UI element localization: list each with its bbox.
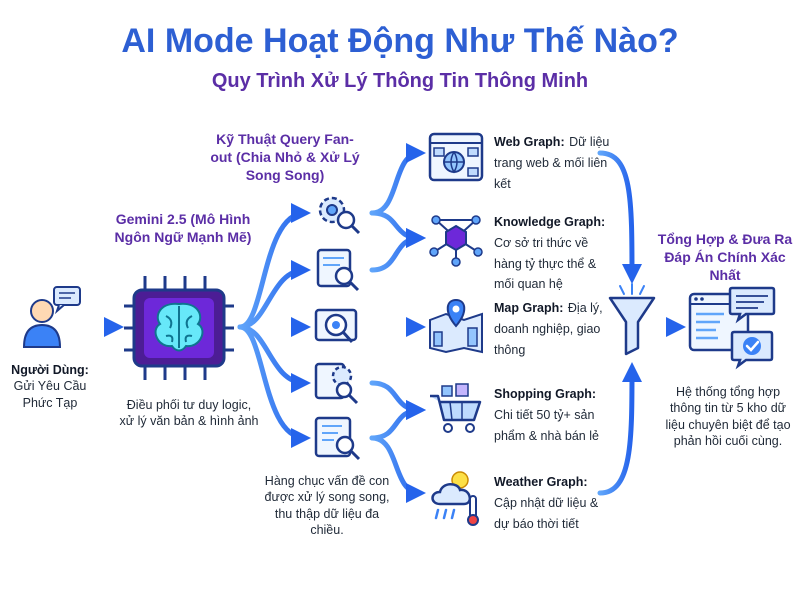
source-shopping-graph: Shopping Graph: Chi tiết 50 tỷ+ sản phẩm… bbox=[494, 387, 599, 443]
weather-graph-icon bbox=[431, 471, 479, 526]
gemini-title: Gemini 2.5 (Mô Hình Ngôn Ngữ Mạnh Mẽ) bbox=[114, 211, 252, 246]
fanout-caption: Hàng chục vấn đề con được xử lý song son… bbox=[264, 474, 390, 537]
synthesis-caption: Hệ thống tổng hợp thông tin từ 5 kho dữ … bbox=[665, 385, 791, 448]
settings-search-icon bbox=[314, 362, 359, 405]
source-web-graph: Web Graph: Dữ liệu trang web & mối liên … bbox=[494, 135, 610, 191]
ai-chip-icon bbox=[124, 276, 234, 380]
fanout-title: Kỹ Thuật Query Fan-out (Chia Nhỏ & Xử Lý… bbox=[210, 131, 360, 184]
web-graph-icon bbox=[428, 132, 484, 182]
gemini-caption: Điều phối tư duy logic, xử lý văn bản & … bbox=[119, 398, 259, 429]
source-knowledge-graph: Knowledge Graph: Cơ sở tri thức về hàng … bbox=[494, 215, 606, 292]
user-icon bbox=[22, 286, 81, 348]
target-search-icon bbox=[314, 308, 358, 344]
funnel-icon bbox=[608, 283, 656, 356]
user-label: Người Dùng: Gửi Yêu Cầu Phức Tạp bbox=[11, 363, 89, 410]
document-search-icon bbox=[316, 248, 360, 292]
source-weather-graph: Weather Graph: Cập nhật dữ liệu & dự báo… bbox=[494, 475, 599, 531]
page-title: AI Mode Hoạt Động Như Thế Nào? bbox=[121, 22, 679, 60]
gear-search-icon bbox=[318, 196, 361, 235]
page-subtitle: Quy Trình Xử Lý Thông Tin Thông Minh bbox=[211, 70, 589, 92]
knowledge-graph-icon bbox=[429, 215, 483, 267]
shopping-graph-icon bbox=[430, 383, 482, 433]
source-map-graph: Map Graph: Địa lý, doanh nghiệp, giao th… bbox=[494, 301, 603, 357]
synthesis-title: Tổng Hợp & Đưa Ra Đáp Án Chính Xác Nhất bbox=[657, 231, 793, 284]
answer-chat-icon bbox=[688, 286, 776, 370]
list-search-icon bbox=[314, 416, 361, 461]
map-graph-icon bbox=[429, 298, 483, 354]
